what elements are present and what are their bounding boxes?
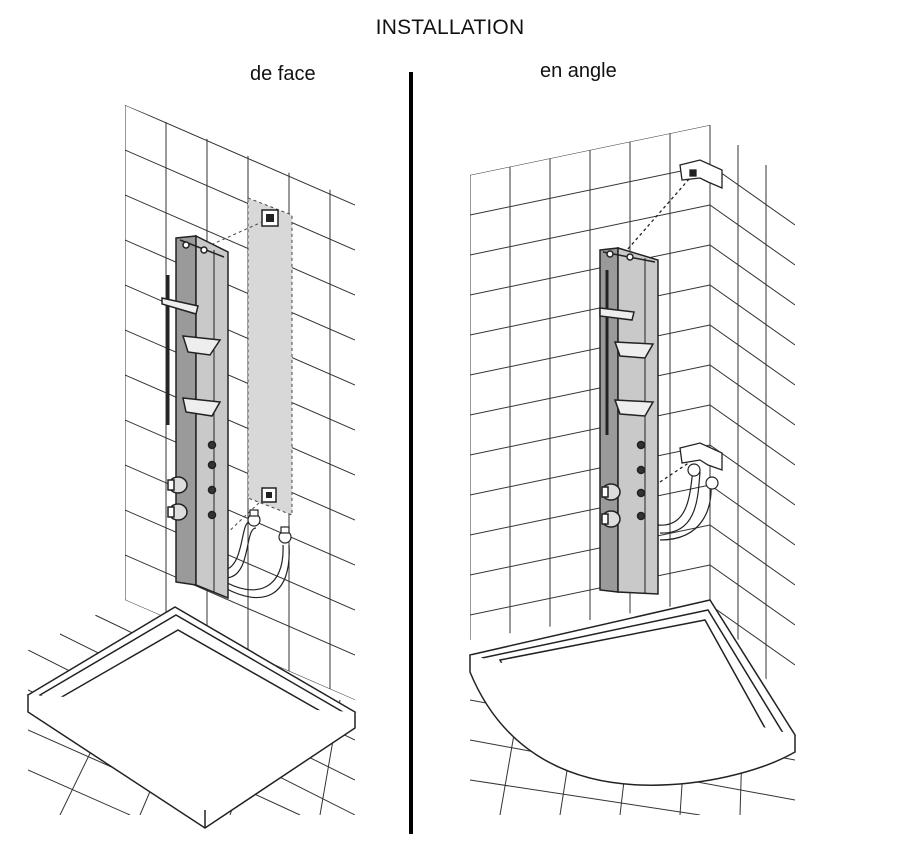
front-mounting-template (194, 197, 293, 539)
corner-shower-column (599, 246, 659, 595)
front-shower-tray (26, 606, 357, 829)
corner-left-wall-tiles (470, 125, 710, 640)
corner-wall-brackets (619, 159, 723, 483)
front-wall-tiles (125, 105, 355, 700)
label-front-installation: de face (250, 63, 316, 85)
corner-shower-tray (468, 599, 797, 786)
front-supply-hoses (221, 509, 292, 599)
corner-supply-hoses (657, 463, 719, 541)
panel-divider (409, 72, 413, 834)
diagram-title: INSTALLATION (375, 16, 525, 39)
label-corner-installation: en angle (540, 60, 617, 82)
front-shower-column (161, 234, 229, 600)
corner-right-wall-tiles (710, 125, 795, 680)
